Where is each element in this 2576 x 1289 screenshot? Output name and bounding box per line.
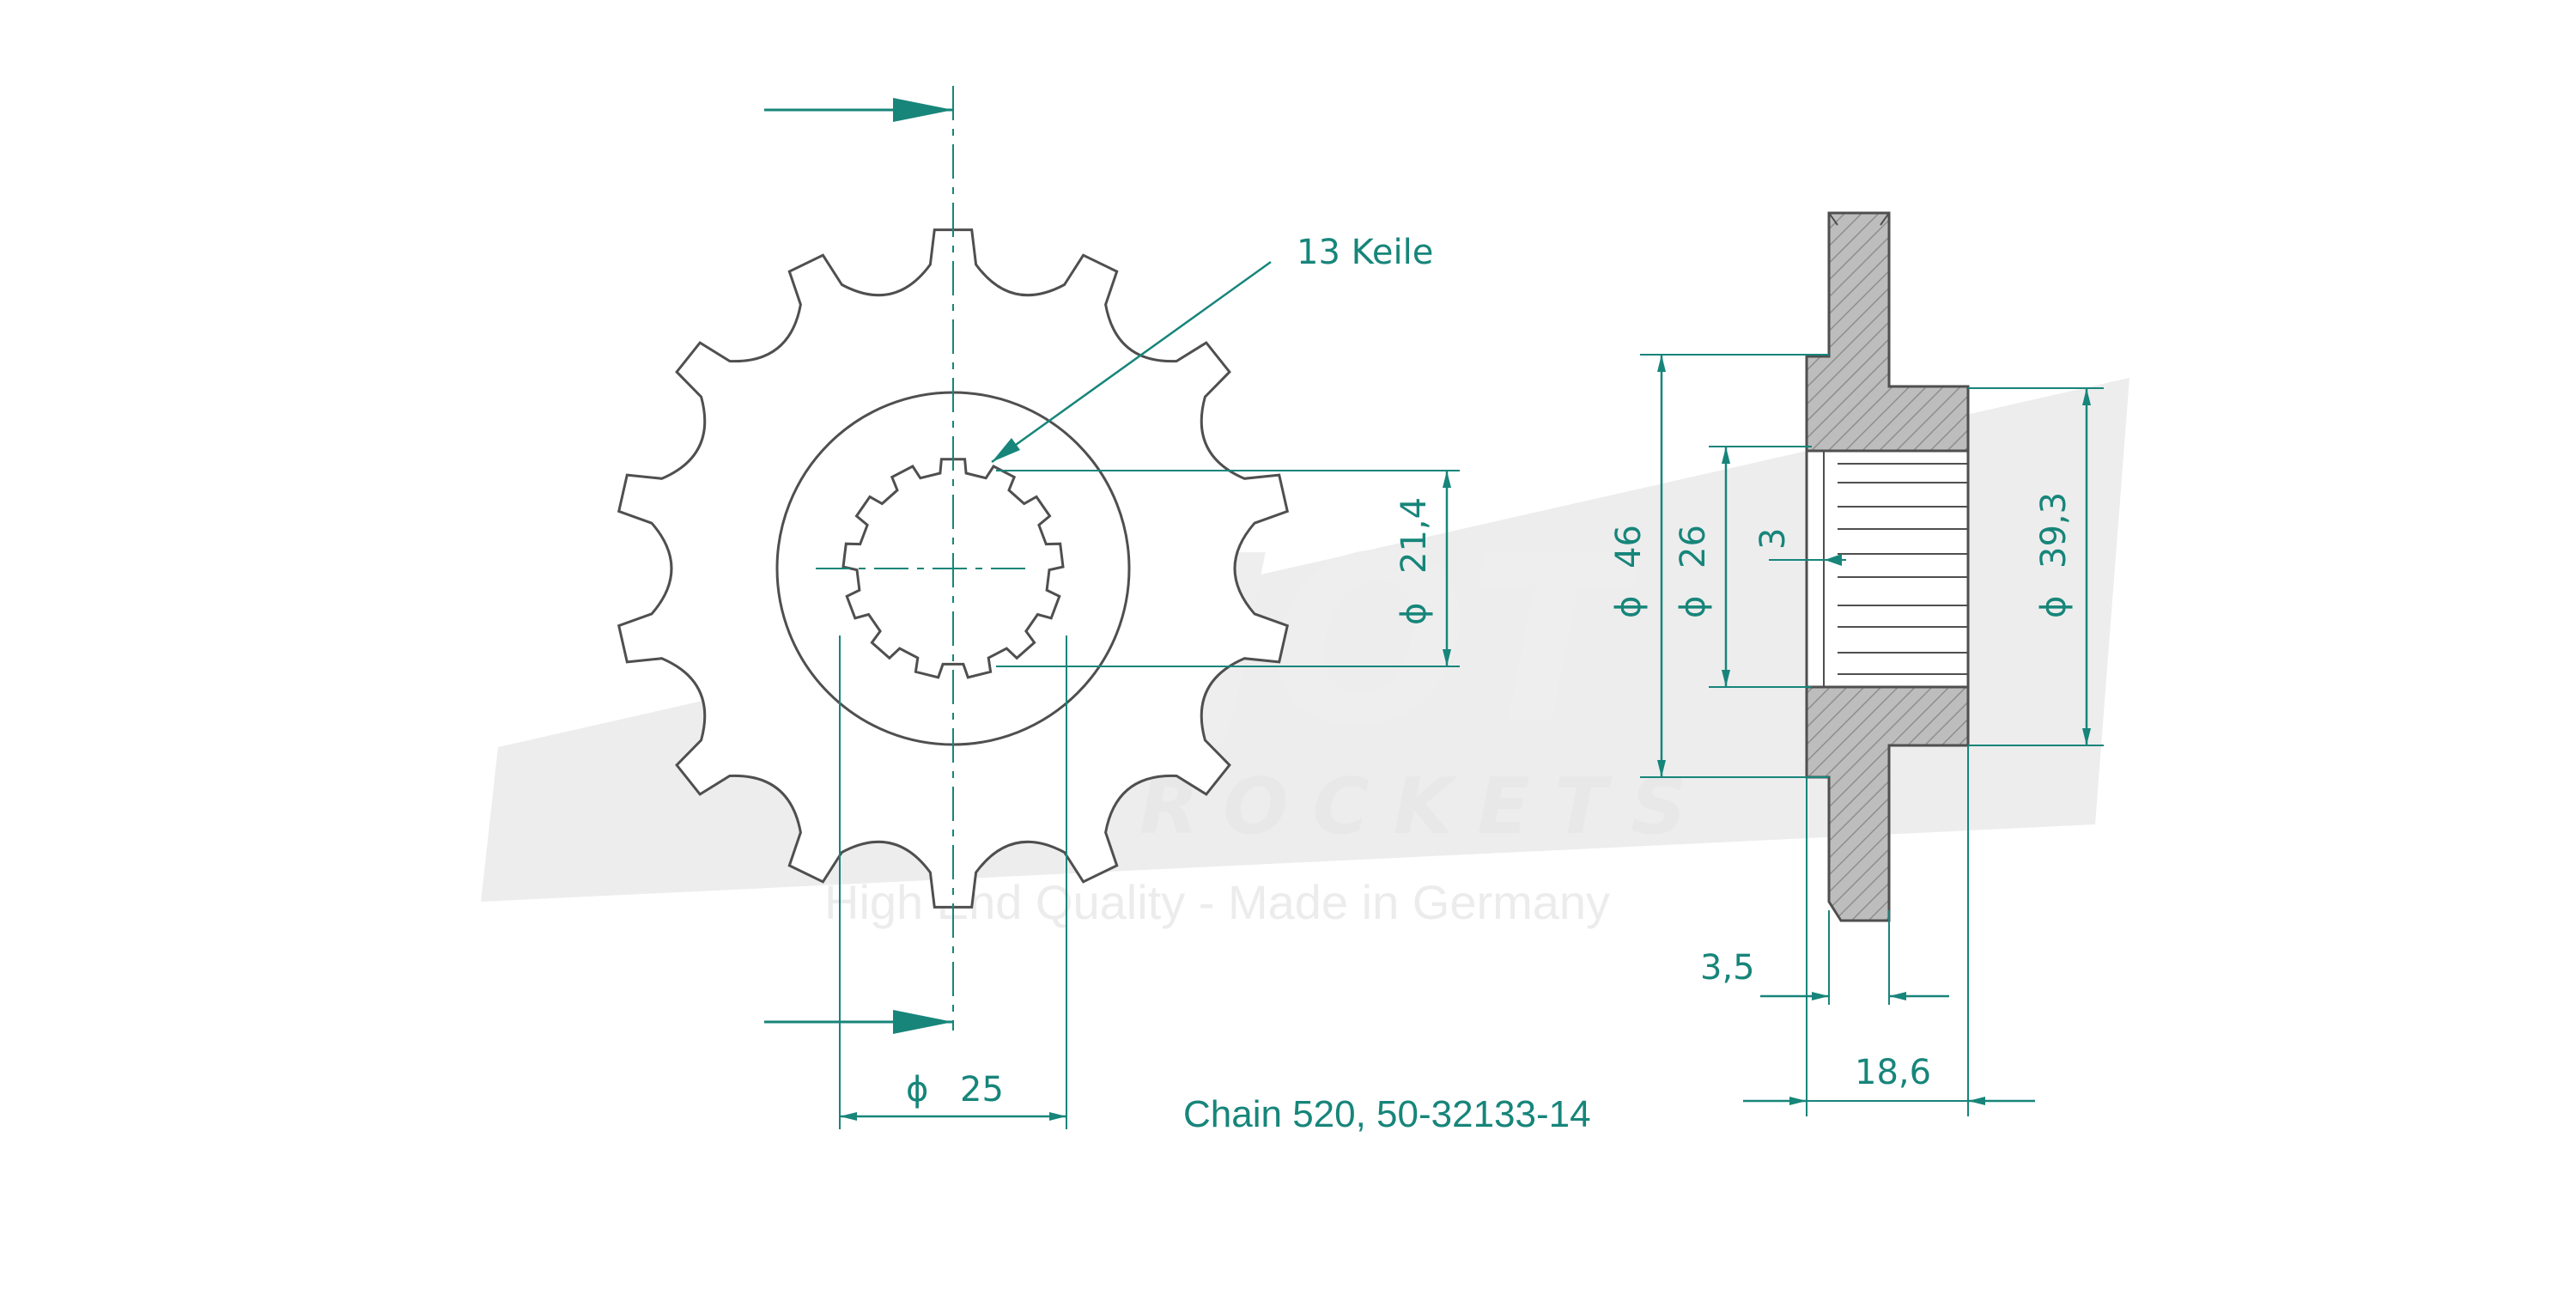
section-upper xyxy=(1805,211,1970,453)
sprocket-front-view xyxy=(617,86,1290,1031)
chain-caption: Chain 520, 50-32133-14 xyxy=(1183,1093,1591,1135)
dim-hub-diameter: ϕ 46 xyxy=(1609,354,1829,778)
dim-46-value: 46 xyxy=(1609,525,1649,568)
phi-symbol: ϕ xyxy=(1674,596,1713,618)
dim-21-4-value: 21,4 xyxy=(1394,497,1434,574)
dim-25-value: 25 xyxy=(960,1070,1004,1110)
dim-26-value: 26 xyxy=(1674,525,1713,568)
dim-3-5-value: 3,5 xyxy=(1700,948,1755,988)
phi-symbol: ϕ xyxy=(1394,603,1434,625)
dim-bore-diameter: ϕ 26 xyxy=(1674,446,1812,688)
sprocket-side-section xyxy=(1805,211,1970,922)
dim-39-3-value: 39,3 xyxy=(2034,492,2074,568)
dim-3-value: 3 xyxy=(1753,528,1793,550)
dim-inner-spline: ϕ 21,4 xyxy=(996,470,1460,667)
dim-key-depth: 3 xyxy=(1753,528,1846,566)
phi-symbol: ϕ xyxy=(2034,596,2074,618)
keys-leader: 13 Keile xyxy=(991,233,1433,464)
dim-tooth-width: 3,5 xyxy=(1700,910,1949,1005)
dim-18-6-value: 18,6 xyxy=(1855,1053,1931,1092)
keys-label: 13 Keile xyxy=(1297,233,1433,272)
dim-collar-diameter: ϕ 39,3 xyxy=(1968,387,2104,746)
phi-symbol: ϕ xyxy=(906,1070,928,1110)
section-arrows xyxy=(764,98,953,1034)
dim-outer-spline: ϕ 25 xyxy=(839,635,1067,1129)
dim-total-width: 18,6 xyxy=(1743,745,2035,1116)
phi-symbol: ϕ xyxy=(1609,596,1649,618)
spline-bore-body xyxy=(1805,449,1970,689)
